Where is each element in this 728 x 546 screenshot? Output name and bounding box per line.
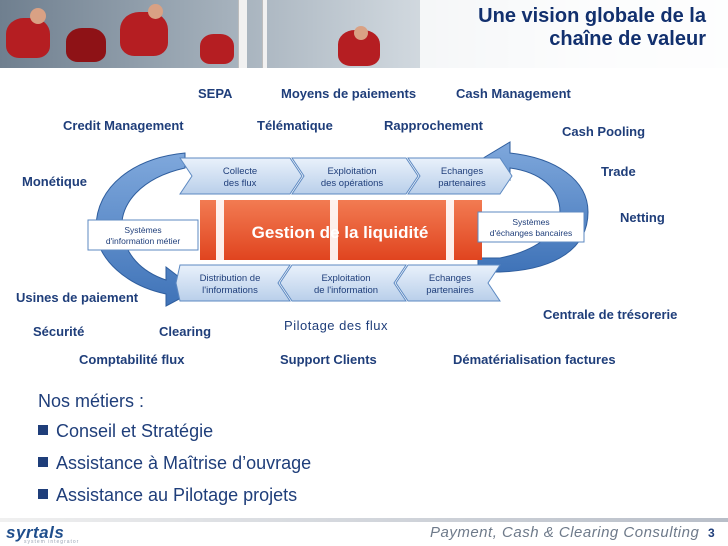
bottom-box-echanges <box>395 264 501 302</box>
label-trade: Trade <box>601 164 636 179</box>
left-system-box <box>87 219 199 251</box>
label-dematerialisation: Dématérialisation factures <box>453 352 616 367</box>
label-usines-paiement: Usines de paiement <box>16 290 139 305</box>
top-box-exploitation <box>291 157 419 195</box>
slide-title: Une vision globale de la chaîne de valeu… <box>406 5 706 51</box>
label-telematique: Télématique <box>257 118 333 133</box>
bottom-box-1-line2: l'informations <box>202 285 258 296</box>
bottom-box-1-line1: Distribution de <box>200 273 261 284</box>
right-box-line2: d'échanges bancaires <box>490 228 572 238</box>
bullet-square-icon <box>38 425 48 435</box>
right-box-line1: Systèmes <box>512 217 549 227</box>
label-centrale-tresorerie: Centrale de trésorerie <box>543 307 678 322</box>
bottom-box-distribution <box>175 264 291 302</box>
label-moyens-paiements: Moyens de paiements <box>281 86 417 101</box>
top-box-3-line2: partenaires <box>438 178 486 189</box>
logo-subtext: system integrator <box>24 539 80 545</box>
label-comptabilite-flux: Comptabilité flux <box>79 352 185 367</box>
left-box-line1: Systèmes <box>124 225 161 235</box>
label-sepa: SEPA <box>198 86 233 101</box>
header-photo-banner <box>0 0 728 68</box>
label-rapprochement: Rapprochement <box>384 118 483 133</box>
slide-title-line1: Une vision globale de la <box>478 5 706 27</box>
top-box-2-line2: des opérations <box>321 178 384 189</box>
top-box-collecte <box>179 157 303 195</box>
left-box-line2: d'information métier <box>106 236 181 246</box>
top-box-3-line1: Echanges <box>441 166 484 177</box>
bottom-box-exploitation <box>279 264 407 302</box>
label-monetique: Monétique <box>22 174 87 189</box>
top-box-1-line1: Collecte <box>223 166 257 177</box>
logo-text: syrtals <box>6 523 65 542</box>
top-box-echanges <box>407 157 513 195</box>
bottom-box-3-line1: Echanges <box>429 273 472 284</box>
label-support-clients: Support Clients <box>280 352 377 367</box>
bullet-square-icon <box>38 457 48 467</box>
metier-item-label: Conseil et Stratégie <box>56 421 214 441</box>
left-cycle-arrow <box>95 152 197 307</box>
company-logo: syrtals system integrator <box>6 523 84 545</box>
slide-title-line2: chaîne de valeur <box>549 28 706 50</box>
top-box-1-line2: des flux <box>224 178 257 189</box>
diagram-caption: Pilotage des flux <box>284 318 388 333</box>
label-cash-pooling: Cash Pooling <box>562 124 646 139</box>
top-box-2-line1: Exploitation <box>327 166 376 177</box>
metiers-heading: Nos métiers : <box>38 391 145 411</box>
metier-item: Assistance à Maîtrise d’ouvrage <box>38 453 311 474</box>
metier-item: Conseil et Stratégie <box>38 421 213 442</box>
metier-item-label: Assistance au Pilotage projets <box>56 485 298 505</box>
label-credit-management: Credit Management <box>63 118 184 133</box>
metier-item-label: Assistance à Maîtrise d’ouvrage <box>56 453 312 473</box>
label-securite: Sécurité <box>33 324 85 339</box>
right-system-box <box>477 211 585 243</box>
bottom-box-2-line2: de l'information <box>314 285 378 296</box>
footer-divider <box>0 518 728 522</box>
label-netting: Netting <box>620 210 665 225</box>
metier-item: Assistance au Pilotage projets <box>38 485 297 506</box>
liquidity-label: Gestion de la liquidité <box>252 223 429 242</box>
page-number: 3 <box>708 526 715 540</box>
footer-tagline: Payment, Cash & Clearing Consulting <box>430 524 700 541</box>
bottom-box-3-line2: partenaires <box>426 285 474 296</box>
bullet-square-icon <box>38 489 48 499</box>
label-cash-management: Cash Management <box>456 86 571 101</box>
bottom-box-2-line1: Exploitation <box>321 273 370 284</box>
label-clearing: Clearing <box>159 324 212 339</box>
